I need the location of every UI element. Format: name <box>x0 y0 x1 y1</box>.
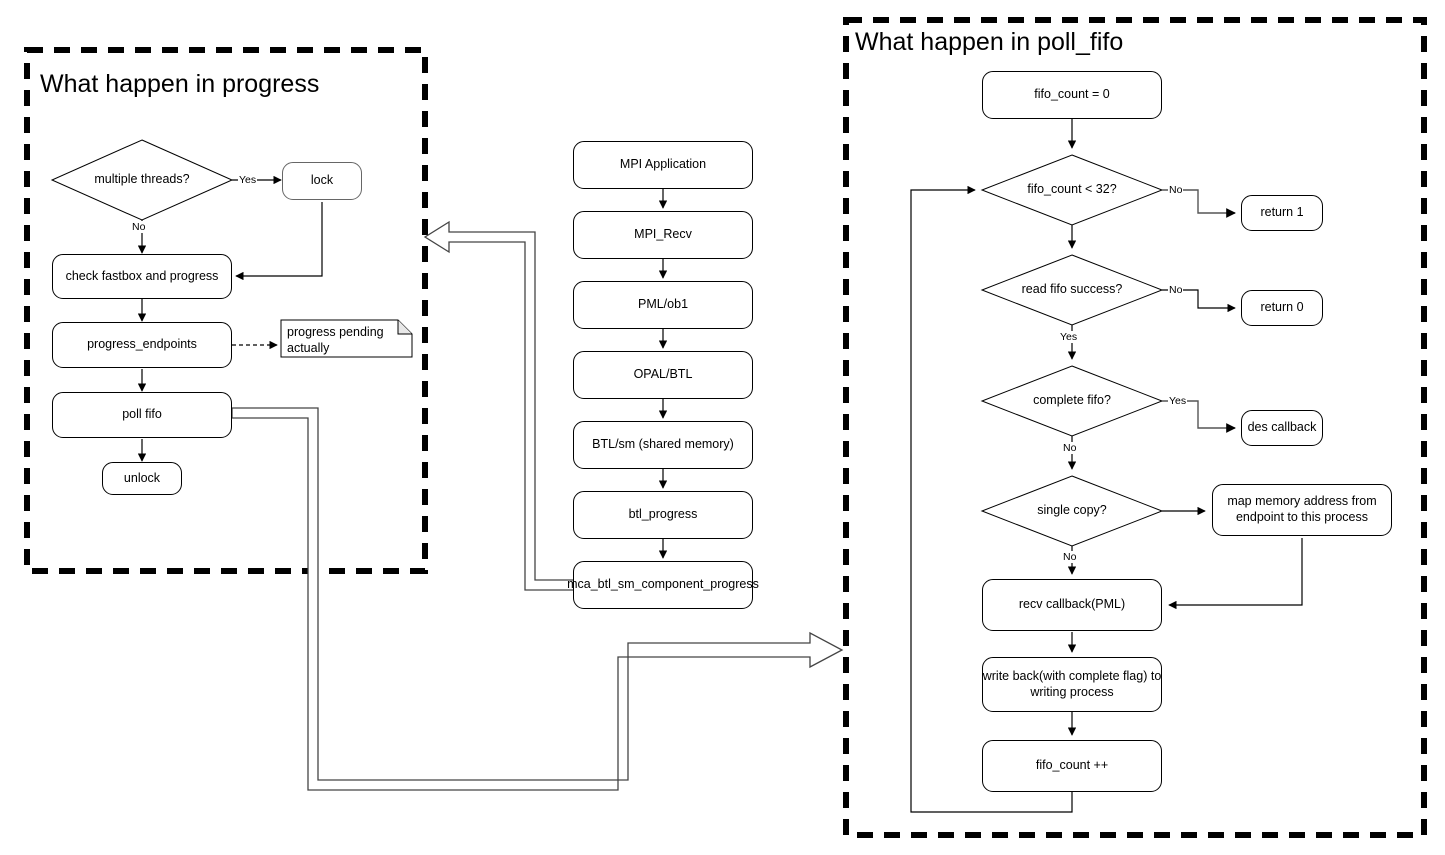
right-panel-border <box>843 17 1427 838</box>
edge-label-yes-descallback: Yes <box>1168 395 1188 407</box>
node-progress-endpoints[interactable]: progress_endpoints <box>52 322 232 368</box>
block-arrow-to-progress-panel <box>423 220 576 591</box>
node-return-0[interactable]: return 0 <box>1241 290 1323 326</box>
diamond-label-fifo-count-lt-32: fifo_count < 32? <box>1027 182 1117 196</box>
edge-label-no-return1: No <box>1168 184 1184 196</box>
edge-lock-fastbox <box>235 202 323 281</box>
node-des-callback[interactable]: des callback <box>1241 410 1323 446</box>
node-lock[interactable]: lock <box>282 162 362 200</box>
note-fold-icon <box>397 320 412 335</box>
diamond-label-read-fifo-success: read fifo success? <box>1021 282 1123 296</box>
edge-label-yes-complete-fifo: Yes <box>1059 331 1079 343</box>
node-fifo-count-increment[interactable]: fifo_count ++ <box>982 740 1162 792</box>
node-write-back[interactable]: write back(with complete flag) to writin… <box>982 657 1162 712</box>
edge-label-yes-lock: Yes <box>238 174 258 186</box>
node-fifo-count-init[interactable]: fifo_count = 0 <box>982 71 1162 119</box>
node-btl-sm-shared-memory[interactable]: BTL/sm (shared memory) <box>573 421 753 469</box>
left-panel-title: What happen in progress <box>40 70 320 98</box>
note-progress-pending: progress pending actually <box>287 325 384 356</box>
node-map-memory-address[interactable]: map memory address from endpoint to this… <box>1212 484 1392 536</box>
node-mpi-application[interactable]: MPI Application <box>573 141 753 189</box>
node-opal-btl[interactable]: OPAL/BTL <box>573 351 753 399</box>
block-arrow-to-pollfifo-panel <box>231 407 844 791</box>
edge-label-no-return0: No <box>1168 284 1184 296</box>
node-pml-ob1[interactable]: PML/ob1 <box>573 281 753 329</box>
edge-loopback-d1 <box>910 185 1073 813</box>
node-mca-btl-sm-component-progress[interactable]: mca_btl_sm_component_progress <box>567 561 759 609</box>
node-recv-callback-pml[interactable]: recv callback(PML) <box>982 579 1162 631</box>
note-shape <box>280 319 413 358</box>
diamond-label-multiple-threads: multiple threads? <box>94 172 190 186</box>
edge-label-no-single-copy: No <box>1062 442 1078 454</box>
edge-mapmemory-recvcallback <box>1168 538 1303 610</box>
node-return-1[interactable]: return 1 <box>1241 195 1323 231</box>
node-unlock[interactable]: unlock <box>102 462 182 495</box>
edge-label-no-recvcallback: No <box>1062 551 1078 563</box>
node-btl-progress[interactable]: btl_progress <box>573 491 753 539</box>
node-poll-fifo[interactable]: poll fifo <box>52 392 232 438</box>
left-panel-border <box>24 47 428 574</box>
node-check-fastbox[interactable]: check fastbox and progress <box>52 254 232 299</box>
diamond-label-complete-fifo: complete fifo? <box>1033 393 1111 407</box>
diamond-label-single-copy: single copy? <box>1037 503 1107 517</box>
edge-label-no-fastbox: No <box>131 221 147 233</box>
node-mpi-recv[interactable]: MPI_Recv <box>573 211 753 259</box>
right-panel-title: What happen in poll_fifo <box>855 28 1124 56</box>
